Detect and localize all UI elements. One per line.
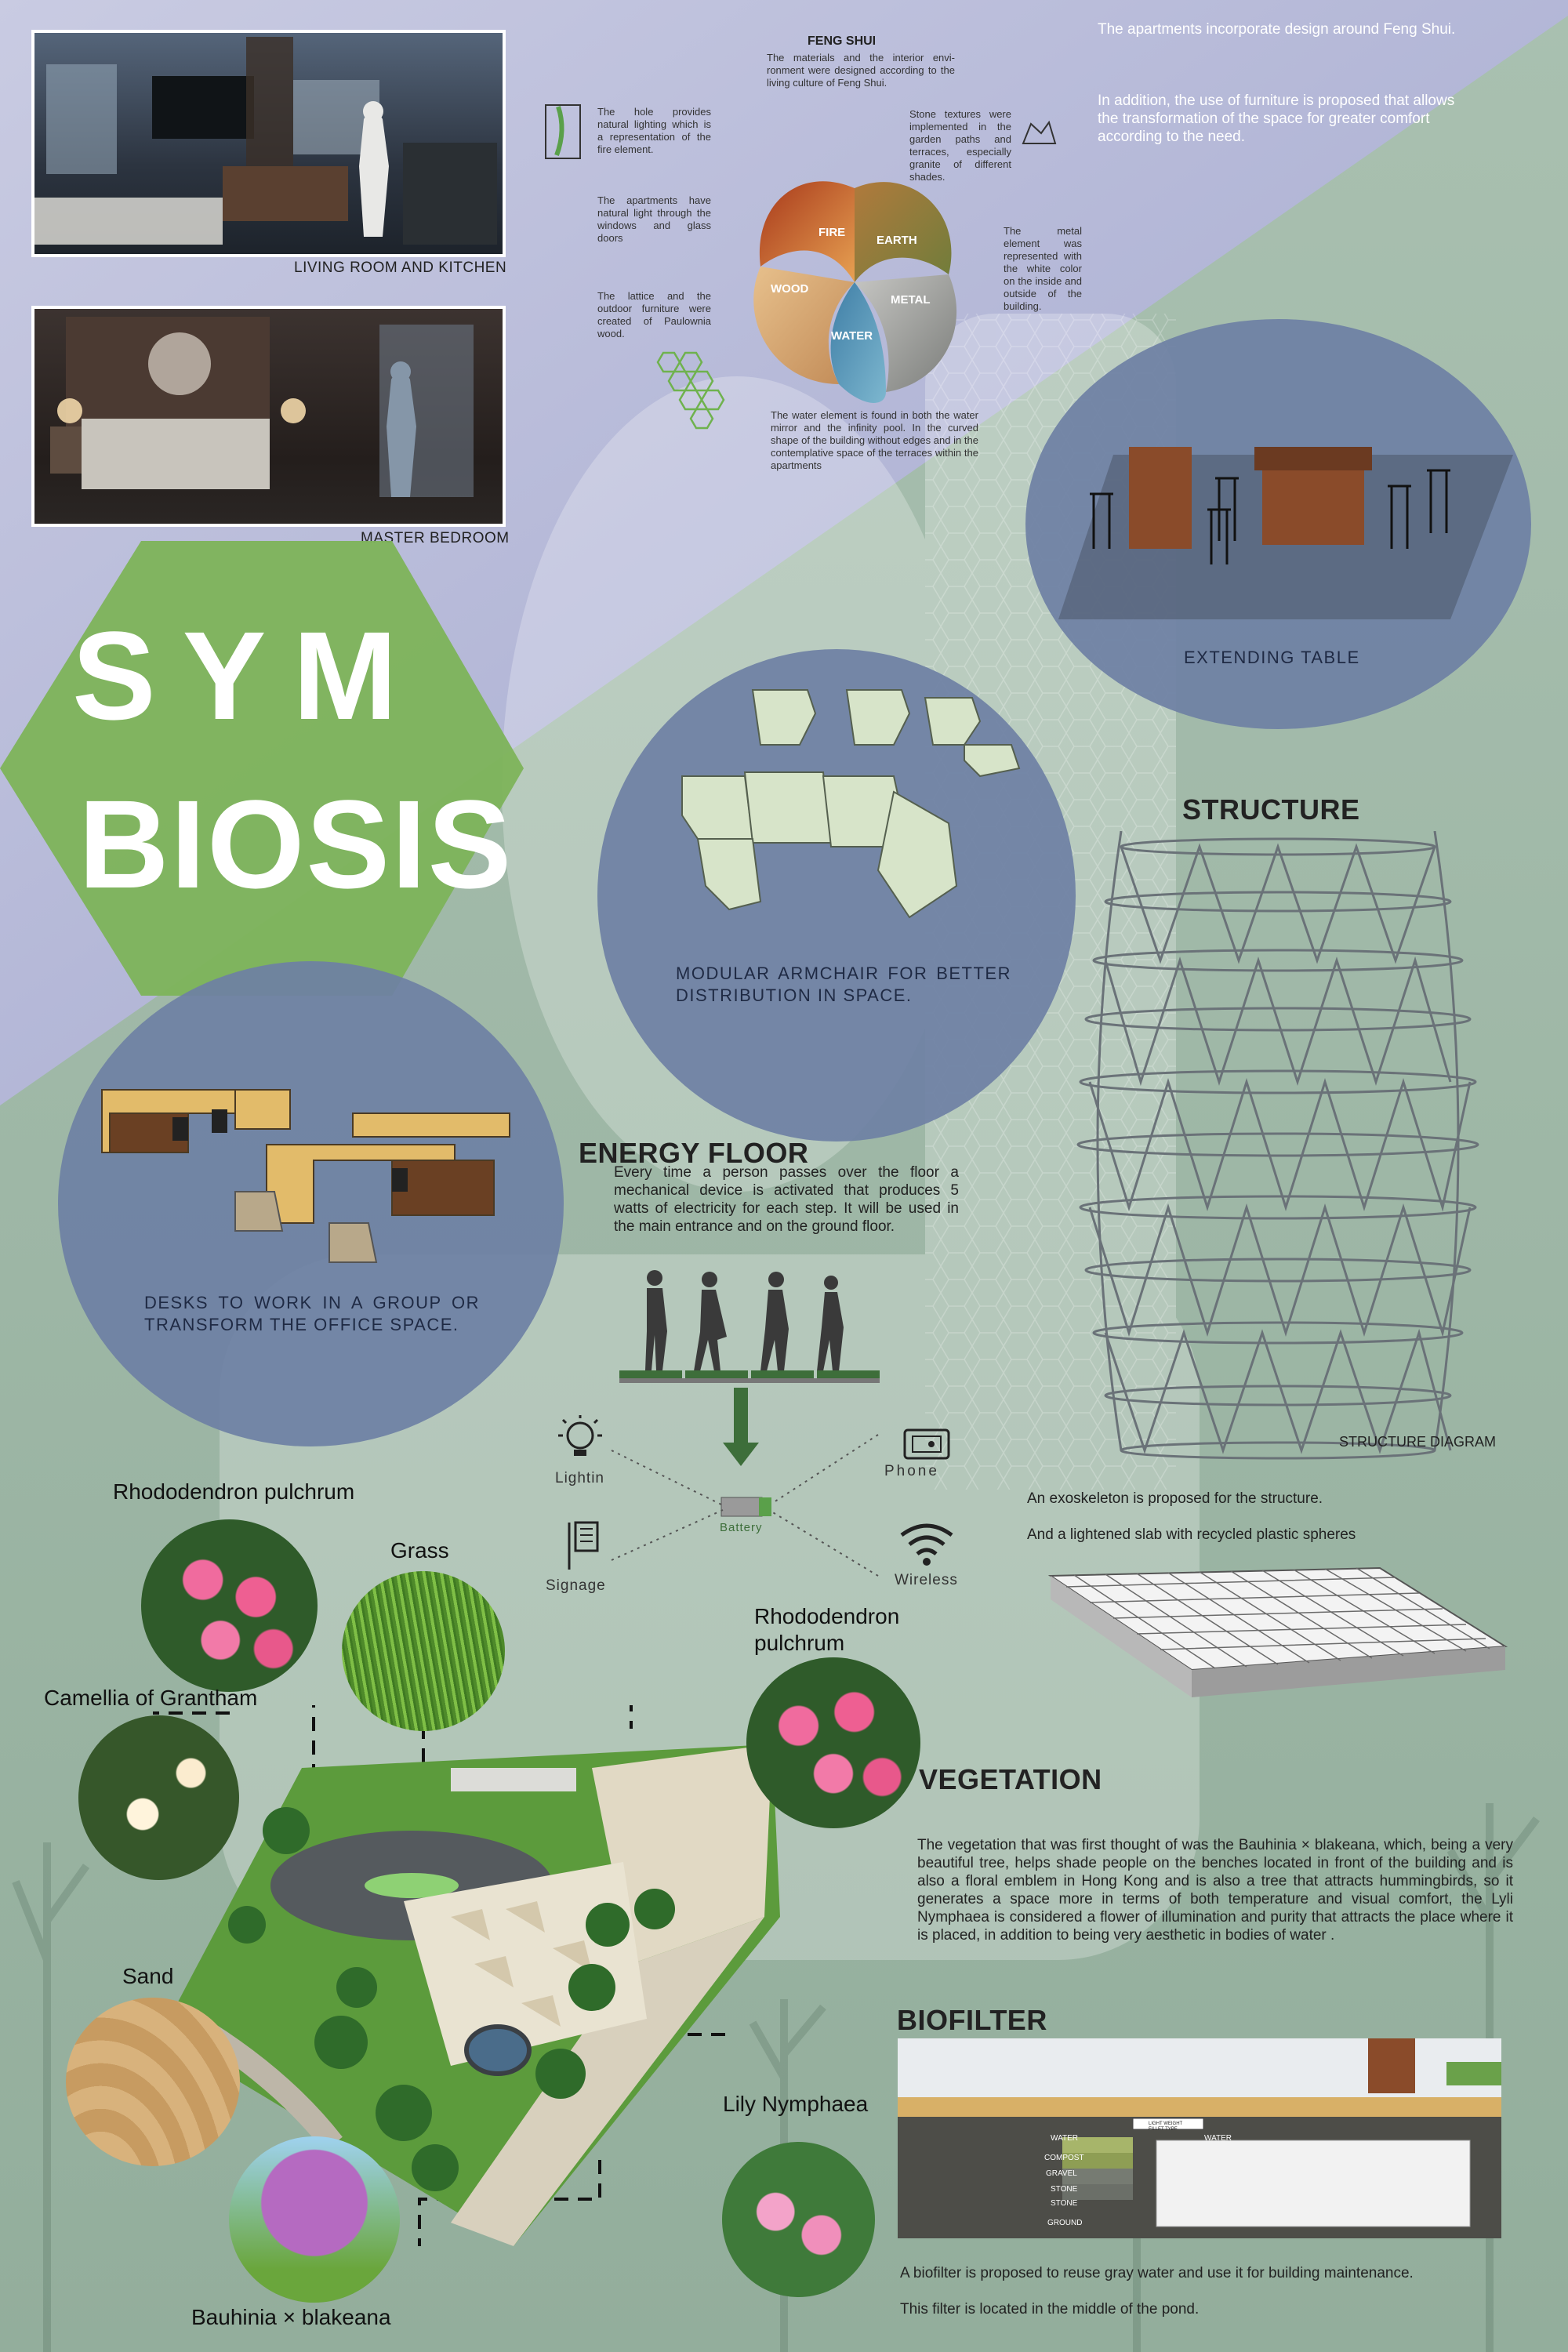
biofilter-layer-water-2: WATER — [1204, 2134, 1232, 2143]
extending-table-label: EXTENDING TABLE — [1184, 648, 1360, 667]
sand-label: Sand — [122, 1964, 174, 1988]
element-water-label: WATER — [831, 329, 873, 343]
desks-label: DESKS TO WORK IN A GROUP OR TRANSFORM TH… — [144, 1293, 480, 1334]
lily-label: Lily Nymphaea — [723, 2092, 869, 2116]
five-elements-diagram — [753, 181, 957, 403]
group-desks-illustration — [101, 1089, 510, 1263]
signage-icon — [568, 1521, 599, 1570]
wireless-label: Wireless — [895, 1572, 958, 1588]
rhododendron-photo-1 — [141, 1519, 318, 1692]
camellia-label: Camellia of Grantham — [44, 1686, 258, 1710]
living-room-caption: LIVING ROOM AND KITCHEN — [294, 260, 507, 276]
biofilter-layer-stone-1: STONE — [1051, 2185, 1078, 2194]
bauhinia-label: Bauhinia × blakeana — [191, 2305, 391, 2329]
structure-diagram-caption: STRUCTURE DIAGRAM — [1339, 1434, 1497, 1450]
energy-floor-title: ENERGY FLOOR — [579, 1137, 809, 1169]
sand-photo — [66, 1998, 240, 2166]
signage-label: Signage — [546, 1577, 606, 1594]
biofilter-layer-gravel: GRAVEL — [1046, 2169, 1077, 2178]
element-wood-label: WOOD — [771, 282, 809, 296]
element-metal-label: METAL — [891, 293, 931, 307]
energy-flow-diagram — [611, 1388, 879, 1577]
feng-shui-water-text: The water element is found in both the w… — [771, 409, 978, 471]
feng-shui-title: FENG SHUI — [808, 34, 877, 48]
wireless-icon — [900, 1523, 953, 1566]
phone-icon — [903, 1428, 950, 1460]
lightened-slab-illustration — [1047, 1566, 1508, 1697]
biofilter-text-1: A biofilter is proposed to reuse gray wa… — [900, 2265, 1414, 2281]
grass-photo — [342, 1571, 505, 1731]
element-fire-label: FIRE — [818, 226, 846, 239]
feng-shui-light-text: The apartments have natural light throug… — [597, 194, 711, 244]
title-line-2: BIOSIS — [78, 774, 514, 914]
biofilter-title: BIOFILTER — [897, 2004, 1047, 2036]
extending-table-illustration — [1058, 447, 1513, 619]
living-room-photo — [31, 30, 506, 257]
armchair-circle — [597, 649, 1076, 1142]
honeycomb-icon — [656, 351, 725, 430]
rhododendron-label-1: Rhododendron pulchrum — [113, 1479, 355, 1504]
structure-title: STRUCTURE — [1182, 793, 1360, 826]
top-right-paragraph-2: In addition, the use of furniture is pro… — [1098, 93, 1455, 145]
site-plan — [153, 1705, 780, 2246]
master-bedroom-caption: MASTER BEDROOM — [361, 530, 510, 546]
biofilter-tag: LIGHT WEIGHT FILLET TYPE — [1149, 2122, 1183, 2132]
structure-text-2: And a lightened slab with recycled plast… — [1027, 1526, 1356, 1543]
feng-shui-stone-text: Stone textures were implemented in the g… — [909, 108, 1011, 183]
feng-shui-lattice-text: The lattice and the outdoor furniture we… — [597, 290, 711, 339]
feng-shui-hole-text: The hole provides natural lighting which… — [597, 106, 711, 155]
biofilter-layer-water-1: WATER — [1051, 2134, 1078, 2143]
feng-shui-metal-text: The metal element was represented with t… — [1004, 225, 1082, 312]
biofilter-text-2: This filter is located in the middle of … — [900, 2301, 1200, 2318]
modular-armchair-illustration — [681, 689, 1021, 919]
lily-photo — [722, 2142, 875, 2297]
stone-icon — [1022, 120, 1057, 144]
battery-label: Battery — [720, 1521, 763, 1534]
armchair-label: MODULAR ARMCHAIR FOR BETTER DISTRIBUTION… — [676, 964, 1011, 1005]
structure-diagram — [1076, 831, 1479, 1460]
vegetation-text: The vegetation that was first thought of… — [917, 1837, 1513, 1944]
title-line-1: SYM — [72, 605, 424, 746]
lighting-icon — [558, 1415, 602, 1456]
title-hexagon — [0, 541, 524, 996]
master-bedroom-photo — [31, 306, 506, 527]
lighting-label: Lightin — [555, 1470, 604, 1486]
camellia-photo — [78, 1715, 239, 1880]
biofilter-layer-stone-2: STONE — [1051, 2199, 1078, 2208]
phone-label: Phone — [884, 1463, 939, 1479]
bauhinia-photo — [229, 2136, 400, 2303]
energy-floor-text: Every time a person passes over the floo… — [614, 1164, 959, 1235]
biofilter-section — [898, 2038, 1501, 2238]
top-right-paragraph-1: The apartments incorporate design around… — [1098, 21, 1456, 38]
biofilter-layer-ground: GROUND — [1047, 2219, 1083, 2227]
structure-text-1: An exoskeleton is proposed for the struc… — [1027, 1490, 1323, 1507]
biofilter-layer-compost: COMPOST — [1044, 2154, 1084, 2162]
feng-shui-intro: The materials and the interior envi-ronm… — [767, 52, 955, 89]
vegetation-title: VEGETATION — [919, 1763, 1102, 1795]
element-earth-label: EARTH — [877, 234, 917, 247]
walking-people-illustration — [619, 1270, 880, 1383]
grass-label: Grass — [390, 1538, 449, 1563]
hole-icon — [545, 104, 581, 159]
rhododendron-photo-2 — [746, 1657, 920, 1828]
rhododendron-label-2: Rhododendron pulchrum — [754, 1604, 900, 1655]
